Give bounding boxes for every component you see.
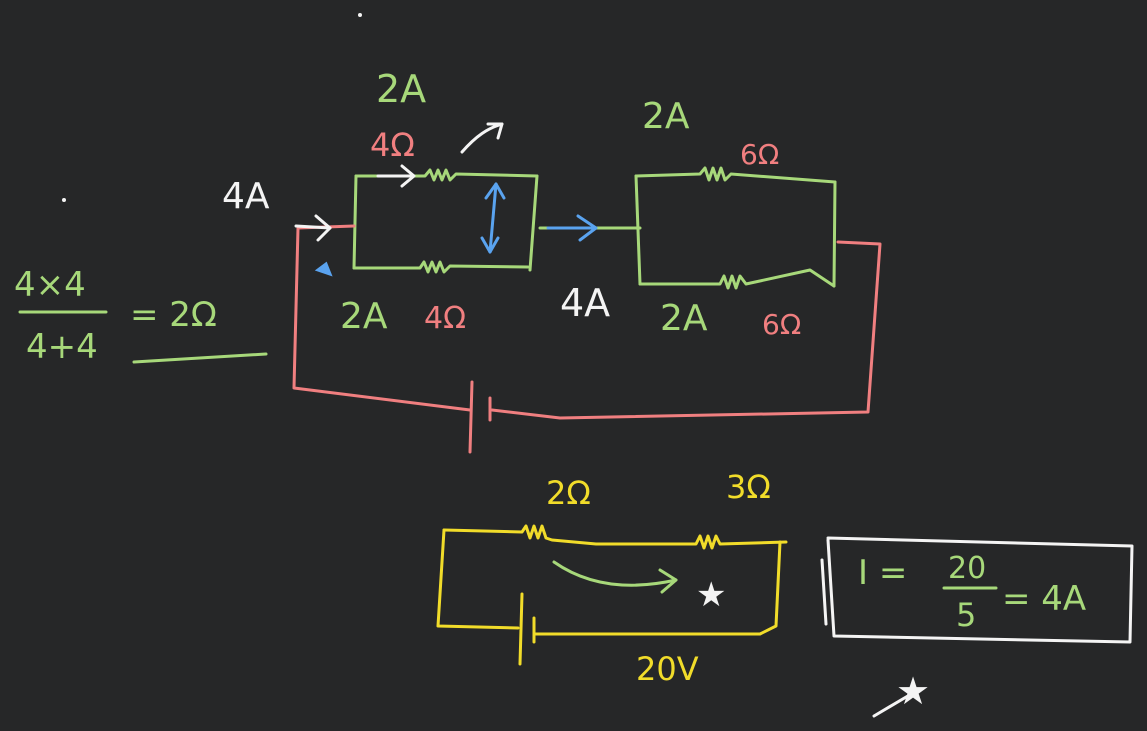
input-current-label: 4A: [222, 176, 270, 217]
formula-numerator: 20: [948, 551, 986, 586]
series-circuit-wire: [436, 524, 788, 666]
formula-result: = 4A: [1002, 579, 1086, 619]
series-battery-long-plate: [518, 592, 524, 666]
input-current-arrow: [294, 214, 332, 242]
parallel-circuit: 2A 4Ω 4A 2A 4Ω 4A 2A 6Ω 2A 6Ω: [222, 67, 882, 454]
top-branch-arrow: [376, 122, 504, 188]
series-current-arrow: [552, 560, 678, 594]
calc-result: = 2Ω: [130, 295, 217, 335]
stray-dot-top: [358, 13, 362, 17]
curved-arrow: [460, 122, 504, 154]
series-resistor-1-label: 2Ω: [546, 474, 591, 512]
formula-box-frame: [820, 536, 1134, 644]
current-formula-box: I = 20 5 = 4A: [820, 536, 1134, 644]
battery-long-plate: [468, 380, 474, 454]
formula-lhs: I =: [858, 553, 907, 593]
calc-underline: [132, 352, 268, 364]
bottom-left-current-label: 2A: [340, 296, 388, 337]
left-bottom-wire: [352, 260, 530, 274]
series-voltage-label: 20V: [636, 650, 699, 688]
blue-double-arrow: [480, 182, 506, 254]
left-box-left-edge: [352, 174, 358, 270]
series-star-mark: ★: [696, 575, 726, 615]
bottom-left-resistor-label: 4Ω: [424, 301, 466, 336]
top-left-resistor-label: 4Ω: [370, 126, 415, 164]
right-parallel-combination: [634, 166, 837, 290]
middle-current-label: 4A: [560, 281, 610, 325]
top-right-resistor-label: 6Ω: [740, 138, 779, 171]
right-box-left-edge: [634, 174, 642, 286]
bottom-star-mark: ★: [872, 669, 930, 718]
bottom-right-resistor-label: 6Ω: [762, 308, 801, 341]
calc-denominator: 4+4: [26, 327, 98, 367]
formula-denominator: 5: [956, 596, 976, 634]
stray-dot-left: [62, 198, 66, 202]
blue-middle-arrow: [546, 214, 598, 242]
left-box-right-edge: [528, 174, 539, 272]
right-bottom-wire: [638, 268, 836, 290]
top-right-current-label: 2A: [642, 96, 690, 137]
equivalent-resistance-calc: 4×4 4+4 = 2Ω: [14, 265, 268, 367]
series-resistor-2-label: 3Ω: [726, 468, 771, 506]
bottom-star-glyph: ★: [896, 669, 930, 713]
calc-numerator: 4×4: [14, 265, 86, 305]
bottom-star-tail: [872, 688, 920, 718]
series-circuit: 2Ω 3Ω 20V ★: [436, 468, 788, 688]
bottom-right-current-label: 2A: [660, 298, 708, 339]
right-top-wire: [634, 166, 837, 184]
top-left-current-label: 2A: [376, 67, 426, 111]
right-box-right-edge: [832, 180, 837, 288]
left-top-wire: [354, 168, 539, 182]
blue-dot: [314, 261, 333, 277]
